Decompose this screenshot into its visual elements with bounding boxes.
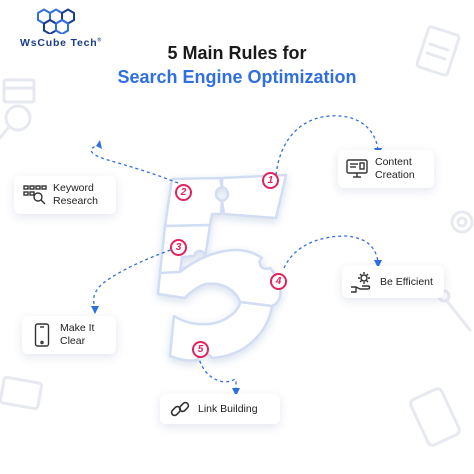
puzzle-piece-bowl-lower: [168, 300, 274, 362]
card-outline-icon: [0, 375, 43, 411]
step-label-keyword-research: Keyword Research: [53, 182, 98, 207]
page-title: 5 Main Rules for: [167, 43, 307, 63]
connector-step-2: [90, 144, 179, 184]
puzzle-piece-bowl-upper: [156, 248, 282, 308]
connector-step-1: [275, 115, 379, 176]
step-number-2: 2: [175, 184, 192, 201]
brand-name: WsCube Tech®: [20, 37, 102, 49]
webpage-icon: [2, 78, 36, 104]
step-label-be-efficient: Be Efficient: [380, 275, 433, 288]
computer-monitor-icon: [346, 159, 368, 178]
step-label-make-it-clear: Make It Clear: [60, 322, 95, 347]
step-card-link-building: Link Building: [160, 394, 280, 424]
hand-gear-icon: [351, 272, 371, 293]
chain-link-icon: [170, 401, 190, 417]
arrowhead-4: [374, 260, 382, 268]
hexagon-logo-icon: [37, 8, 75, 34]
step-card-keyword-research: Keyword Research: [14, 176, 116, 214]
step-card-be-efficient: Be Efficient: [342, 266, 444, 298]
phone-outline-icon: [409, 387, 461, 447]
puzzle-piece-top-left: [163, 176, 224, 228]
gear-icon: [450, 210, 474, 234]
magnifier-icon: [0, 104, 32, 140]
step-number-1: 1: [262, 172, 279, 189]
connector-step-5: [197, 354, 237, 390]
step-number-4: 4: [270, 273, 287, 290]
smartphone-icon: [34, 323, 50, 347]
arrowhead-5: [232, 388, 240, 396]
step-number-3: 3: [170, 239, 187, 256]
brand-logo: WsCube Tech®: [8, 8, 148, 50]
page-subtitle: Search Engine Optimization: [117, 67, 357, 87]
document-icon: [415, 25, 461, 77]
step-label-content-creation: Content Creation: [375, 156, 415, 181]
arrowhead-3: [91, 306, 99, 314]
step-card-content-creation: Content Creation: [338, 150, 434, 188]
step-number-5: 5: [192, 341, 209, 358]
arrowhead-2: [96, 140, 102, 149]
keyword-search-icon: [23, 185, 47, 205]
step-card-make-it-clear: Make It Clear: [22, 316, 116, 354]
connector-step-4: [283, 235, 379, 269]
step-label-link-building: Link Building: [198, 402, 258, 415]
